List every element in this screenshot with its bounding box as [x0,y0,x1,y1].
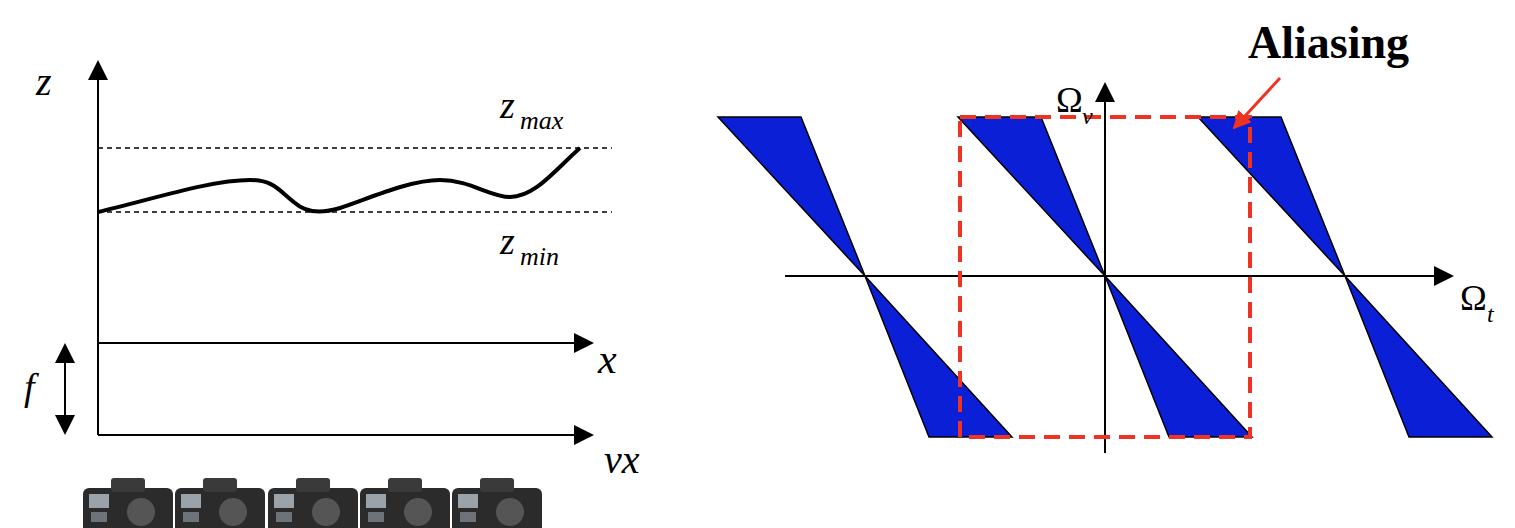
omega-v-axis [1104,84,1106,453]
bound-label: z [500,86,515,124]
subscript: max [520,108,563,134]
camera-icon [452,478,542,528]
spectrum-wedge [1198,117,1345,276]
aliasing-leader [1234,78,1280,128]
spectrum-wedge [1345,276,1492,437]
zmin-line [98,211,612,213]
subscript: t [1487,302,1494,326]
scene-surface [98,148,580,212]
focal-length-arrow [64,345,66,433]
camera-icon [175,478,265,528]
camera-icon [83,478,173,528]
axis-label: Ω [1460,280,1487,316]
spectrum-wedge [958,117,1105,276]
zmax-line [98,147,612,149]
vx-axis [98,434,592,436]
camera-icon [360,478,450,528]
callout-label: Aliasing [1248,20,1409,66]
camera-row [83,478,542,528]
camera-icon [268,478,358,528]
dimension-label: f [24,368,35,406]
omega-t-axis [785,275,1452,277]
axis-label: vx [604,440,640,480]
spectrum-wedge [865,276,1012,437]
subscript: min [520,244,559,270]
x-axis [98,342,592,344]
spectrum-wedge [718,117,865,276]
axis-label: Ω [1056,82,1083,118]
sampling-box [960,117,1250,437]
subscript: v [1082,104,1093,128]
axis-label: x [598,338,617,380]
bound-label: z [500,222,515,260]
z-axis [97,62,99,435]
spectrum-wedge [1105,276,1252,437]
axis-label: z [36,62,52,102]
